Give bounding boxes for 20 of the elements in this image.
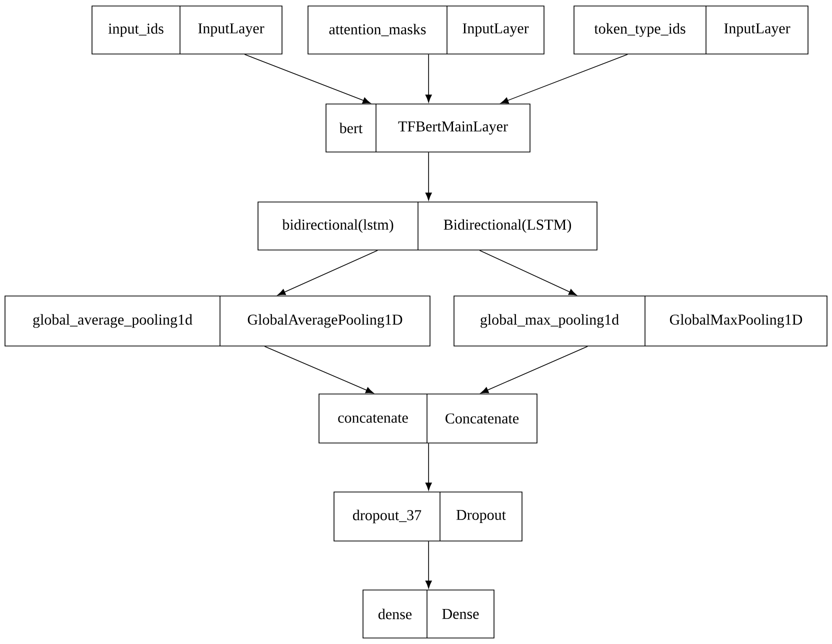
layer-box: bert TFBertMainLayer bbox=[326, 104, 530, 152]
arrow bbox=[480, 346, 588, 394]
arrow bbox=[500, 54, 628, 104]
layer-box: token_type_ids InputLayer bbox=[574, 6, 808, 54]
arrow bbox=[425, 152, 432, 200]
layer-box: dropout_37 Dropout bbox=[334, 492, 522, 542]
layer-box: input_ids InputLayer bbox=[92, 6, 282, 54]
layer-box: bidirectional(lstm) Bidirectional(LSTM) bbox=[258, 202, 598, 250]
layer-box: concatenate Concatenate bbox=[318, 394, 538, 444]
layer-box: dense Dense bbox=[362, 590, 494, 638]
arrow bbox=[264, 346, 374, 394]
arrow bbox=[425, 541, 432, 588]
arrow bbox=[479, 250, 577, 296]
arrow bbox=[425, 443, 432, 490]
arrow bbox=[425, 54, 432, 102]
arrow bbox=[278, 250, 378, 296]
layer-box: global_max_pooling1d GlobalMaxPooling1D bbox=[454, 296, 828, 346]
layer-box: attention_masks InputLayer bbox=[308, 6, 544, 54]
arrow bbox=[244, 54, 371, 104]
layer-box: global_average_pooling1d GlobalAveragePooling1D bbox=[4, 296, 430, 346]
